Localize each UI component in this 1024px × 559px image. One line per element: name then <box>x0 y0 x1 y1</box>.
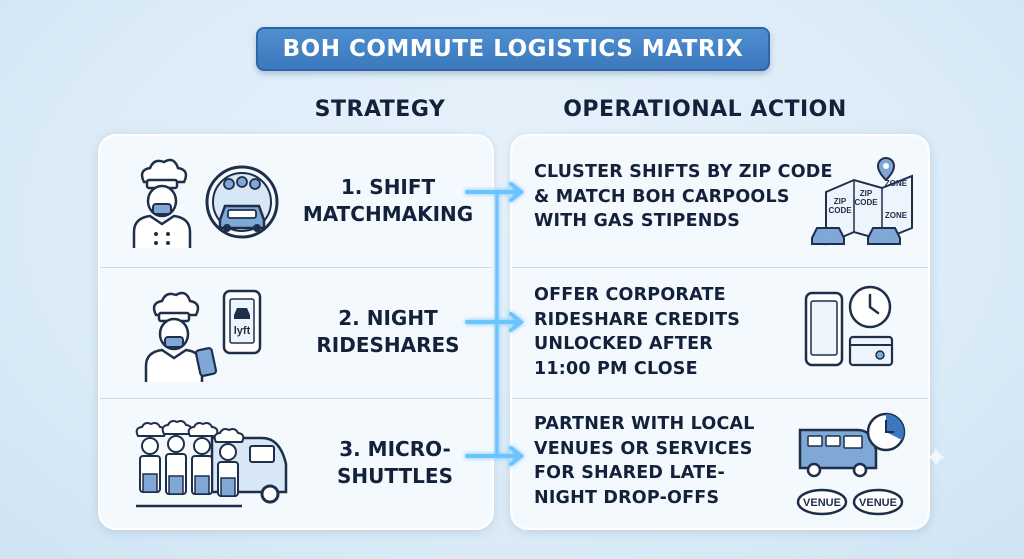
strategy-label-3: 3. MICRO- SHUTTLES <box>337 437 453 488</box>
strategy-row-2: lyft 2. NIGHT RIDESHARES <box>100 267 492 399</box>
action-text-2: OFFER CORPORATE RIDESHARE CREDITS UNLOCK… <box>534 285 741 379</box>
action-text-3: PARTNER WITH LOCAL VENUES OR SERVICES FO… <box>534 414 755 508</box>
strategy-label-2: 2. NIGHT RIDESHARES <box>316 306 460 357</box>
action-row-1: CLUSTER SHIFTS BY ZIP CODE & MATCH BOH C… <box>512 136 928 268</box>
phone-clock-card-icon <box>804 285 894 367</box>
chefs-shuttle-van-icon <box>135 420 288 508</box>
strategy-row-3: 3. MICRO- SHUTTLES <box>100 398 492 528</box>
strategy-label-1: 1. SHIFT MATCHMAKING <box>302 175 474 226</box>
sparkle-icon <box>926 447 946 467</box>
map-label-zone-2: ZONE <box>885 211 908 220</box>
strategy-row-1: 1. SHIFT MATCHMAKING <box>100 136 492 268</box>
chef-carpool-icon <box>132 158 279 248</box>
map-label-zone-1: ZONE <box>885 179 908 188</box>
action-row-3: PARTNER WITH LOCAL VENUES OR SERVICES FO… <box>512 398 928 528</box>
venue-logo-1: VENUE <box>803 497 841 509</box>
action-panel: CLUSTER SHIFTS BY ZIP CODE & MATCH BOH C… <box>510 134 930 530</box>
action-text-1: CLUSTER SHIFTS BY ZIP CODE & MATCH BOH C… <box>534 162 833 231</box>
column-header-strategy: STRATEGY <box>314 97 446 122</box>
venue-logo-2: VENUE <box>859 497 897 509</box>
chef-rideshare-phone-icon: lyft <box>144 289 262 382</box>
van-clock-venue-icon: VENUE VENUE <box>796 412 906 516</box>
connector-arrows <box>465 182 525 466</box>
column-header-action: OPERATIONAL ACTION <box>563 97 847 122</box>
strategy-panel: 1. SHIFT MATCHMAKING lyft 2. NIGHT RIDES… <box>98 134 494 530</box>
action-row-2: OFFER CORPORATE RIDESHARE CREDITS UNLOCK… <box>512 267 928 399</box>
app-label: lyft <box>234 325 251 337</box>
page-title: BOH COMMUTE LOGISTICS MATRIX <box>256 27 770 71</box>
